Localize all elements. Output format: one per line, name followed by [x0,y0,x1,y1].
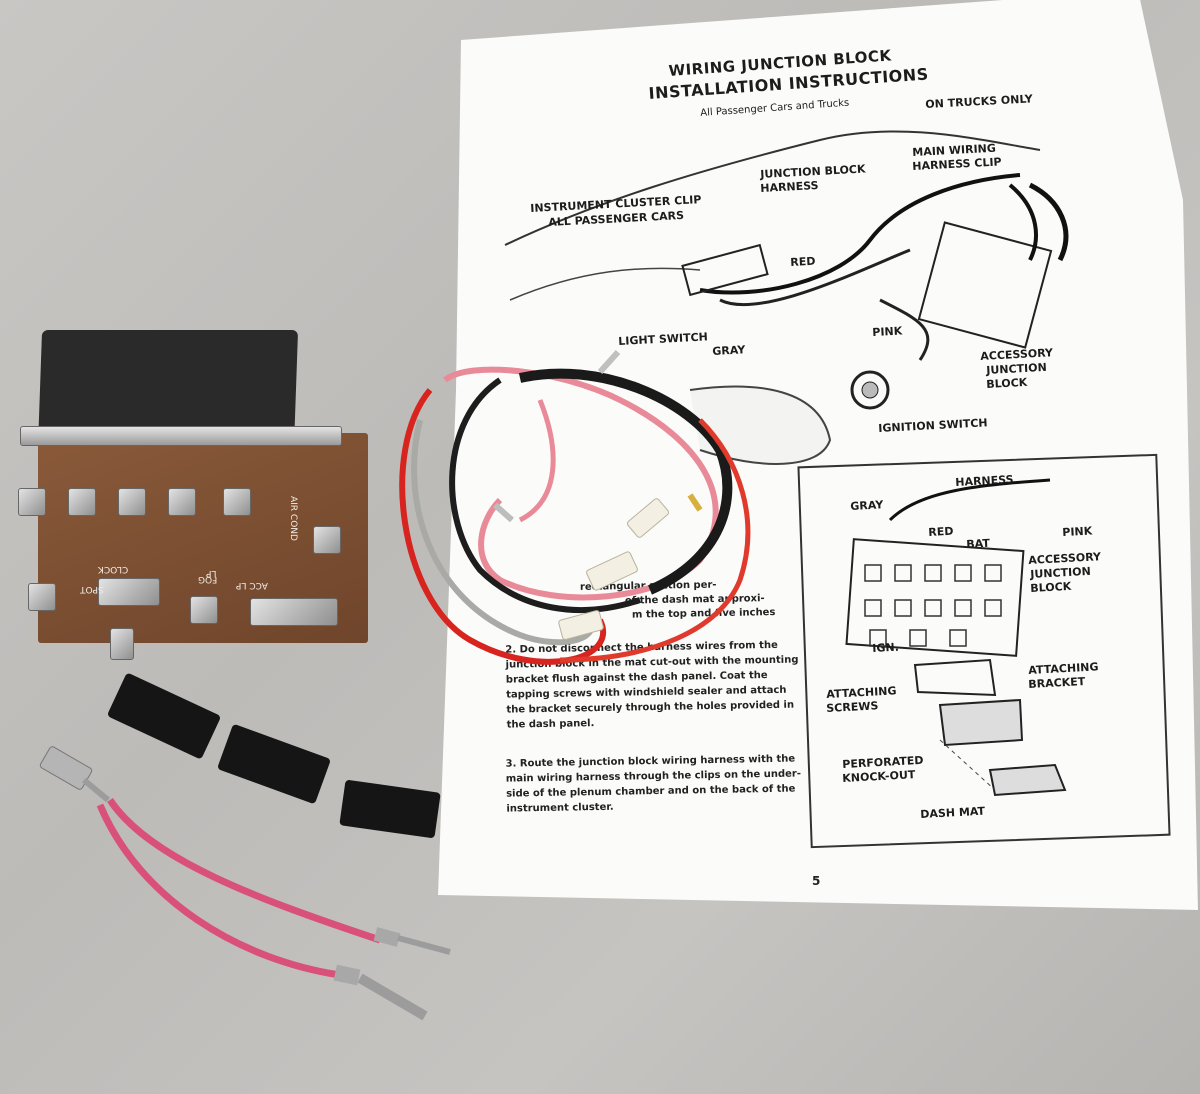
page-number: 5 [812,874,821,888]
terminal-clip [118,488,146,516]
terminal-clip [313,526,341,554]
terminal-clip [250,598,338,626]
terminal-clip [68,488,96,516]
terminal-clip [190,596,218,624]
top-terminal-strip [20,426,342,446]
junction-block-board: AIR COND CLOCK FOG ACC LP SPOT LP [18,328,368,660]
terminal-clip [110,628,134,660]
terminal-clip [28,583,56,611]
terminal-clip [98,578,160,606]
terminal-clip [18,488,46,516]
terminal-clip [223,488,251,516]
terminal-clip [168,488,196,516]
